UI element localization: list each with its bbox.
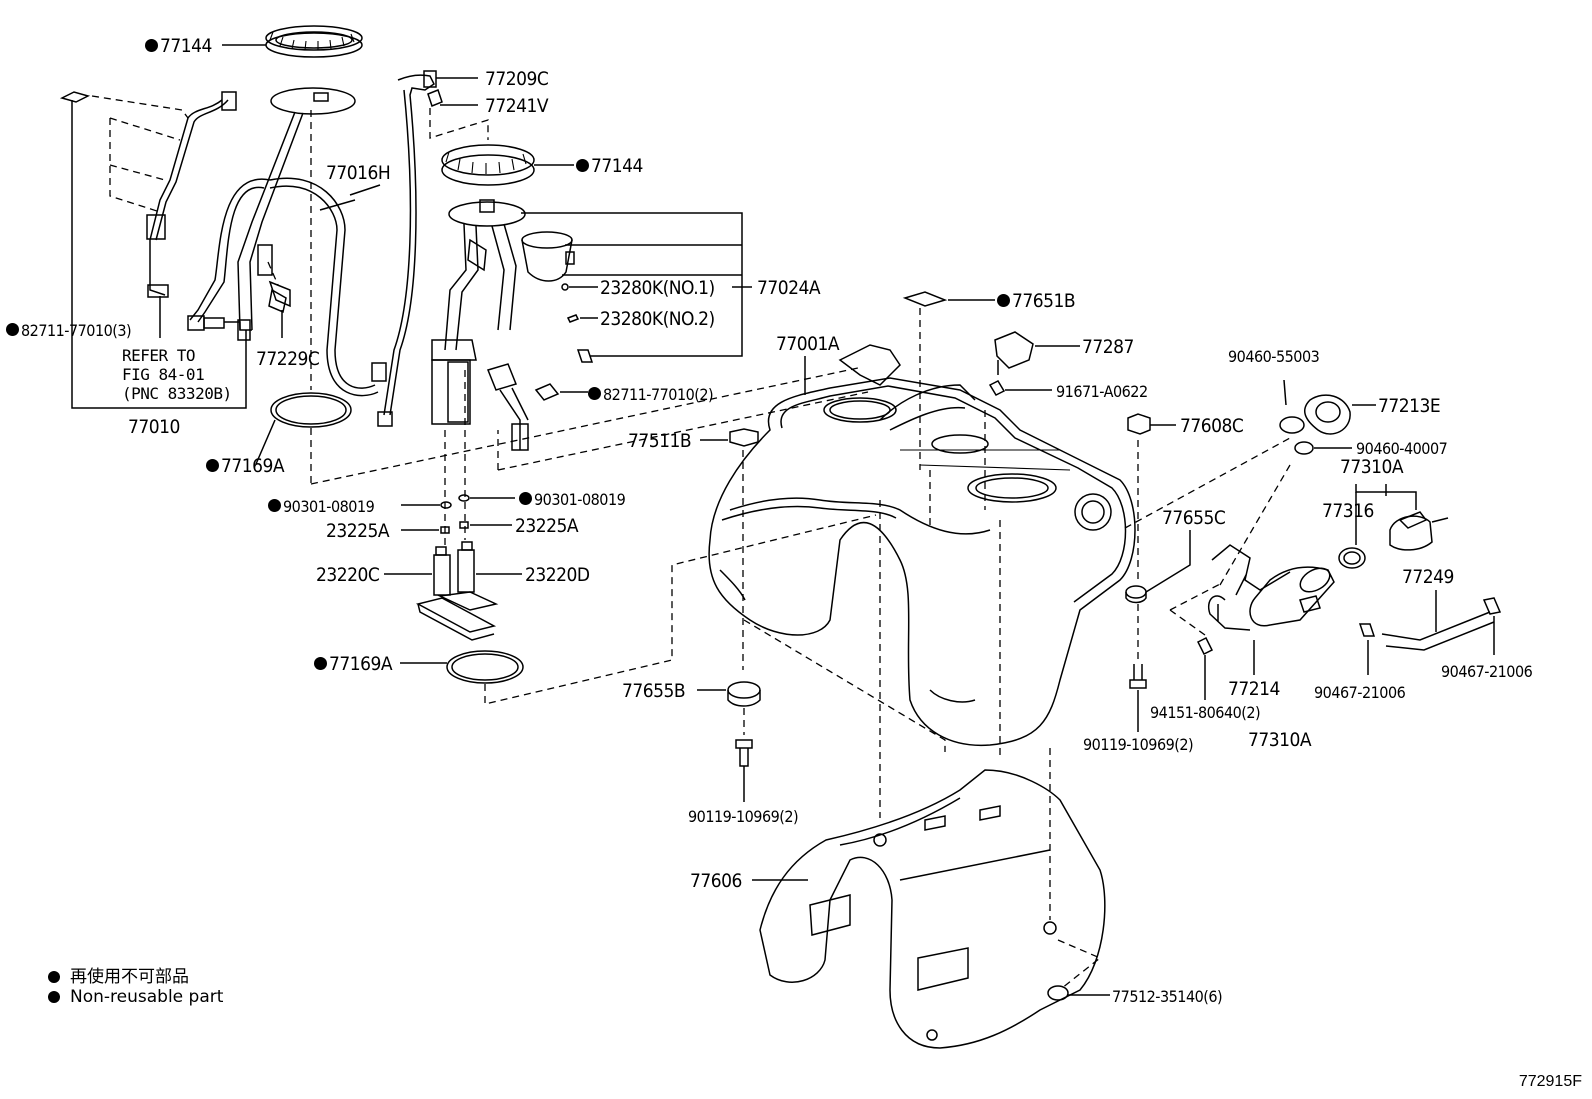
label-23280k-no2: 23280K(NO.2) [600, 308, 715, 330]
pump-assembly-drawing [431, 199, 529, 451]
label-82711-2: 82711-77010(2) [588, 384, 714, 406]
label-77144-lower: 77144 [576, 155, 643, 177]
label-77651b: 77651B [997, 290, 1076, 312]
legend-japanese: 再使用不可部品 [48, 962, 189, 987]
label-90460-55003: 90460-55003 [1228, 347, 1320, 366]
label-77287: 77287 [1082, 336, 1134, 358]
label-23220c: 23220C [316, 564, 380, 586]
label-90460-40007: 90460-40007 [1356, 439, 1448, 458]
lock-ring-lower-drawing [441, 144, 535, 186]
non-reusable-bullet-icon [997, 294, 1010, 307]
label-82711-3: 82711-77010(3) [6, 320, 132, 342]
label-90301-left: 90301-08019 [268, 496, 375, 518]
protector-drawing [759, 769, 1106, 1049]
label-77169a-upper: 77169A [206, 455, 285, 477]
label-94151: 94151-80640(2) [1150, 703, 1261, 722]
lock-ring-upper-drawing [265, 25, 363, 58]
vent-tube-drawing [377, 70, 443, 427]
label-77310a-lower: 77310A [1248, 729, 1312, 751]
label-77608c: 77608C [1180, 415, 1244, 437]
label-77001a: 77001A [776, 333, 840, 355]
non-reusable-bullet-icon [576, 159, 589, 172]
sender-gauge-drawing [187, 87, 387, 397]
non-reusable-bullet-icon [268, 499, 281, 512]
label-23220d: 23220D [525, 564, 590, 586]
label-90467-right: 90467-21006 [1441, 662, 1533, 681]
label-77169a-lower: 77169A [314, 653, 393, 675]
bullet-icon [48, 991, 60, 1003]
harness-drawing [59, 91, 237, 298]
label-77316: 77316 [1322, 500, 1374, 522]
bullet-icon [48, 971, 60, 983]
non-reusable-bullet-icon [6, 323, 19, 336]
non-reusable-bullet-icon [145, 39, 158, 52]
label-91671: 91671-A0622 [1056, 382, 1148, 401]
filler-pipe-drawing [1208, 544, 1335, 631]
label-23225a-left: 23225A [326, 520, 390, 542]
label-90119-right: 90119-10969(2) [1083, 735, 1194, 754]
fuel-filter-drawing [521, 231, 575, 282]
legend-english: Non-reusable part [48, 987, 223, 1007]
label-77010: 77010 [128, 416, 180, 438]
label-77144-upper: 77144 [145, 35, 212, 57]
label-77655b: 77655B [622, 680, 686, 702]
label-23225a-right: 23225A [515, 515, 579, 537]
refer-note-line2: FIG 84-01 [122, 365, 205, 384]
refer-note-line3: (PNC 83320B) [122, 384, 232, 403]
label-77249: 77249 [1402, 566, 1454, 588]
label-77213e: 77213E [1378, 395, 1441, 417]
label-90467-left: 90467-21006 [1314, 683, 1406, 702]
label-77214: 77214 [1228, 678, 1280, 700]
figure-reference: 772915F [1518, 1073, 1582, 1090]
label-77209c: 77209C [485, 68, 549, 90]
label-90119-left: 90119-10969(2) [688, 807, 799, 826]
non-reusable-bullet-icon [588, 387, 601, 400]
label-77655c: 77655C [1162, 507, 1226, 529]
fuel-tank-drawing [708, 344, 1136, 747]
label-77512: 77512-35140(6) [1112, 987, 1223, 1006]
label-77229c: 77229C [256, 348, 320, 370]
label-77016h: 77016H [326, 162, 391, 184]
label-77310a-upper: 77310A [1340, 456, 1404, 478]
label-77606: 77606 [690, 870, 742, 892]
label-77511b: 77511B [628, 430, 692, 452]
label-90301-right: 90301-08019 [519, 489, 626, 511]
non-reusable-bullet-icon [206, 459, 219, 472]
label-77241v: 77241V [485, 95, 549, 117]
non-reusable-bullet-icon [519, 492, 532, 505]
label-23280k-no1: 23280K(NO.1) [600, 277, 715, 299]
refer-note-line1: REFER TO [122, 346, 196, 365]
fuel-pumps-drawing [415, 541, 499, 641]
non-reusable-bullet-icon [314, 657, 327, 670]
label-77024a: 77024A [757, 277, 821, 299]
